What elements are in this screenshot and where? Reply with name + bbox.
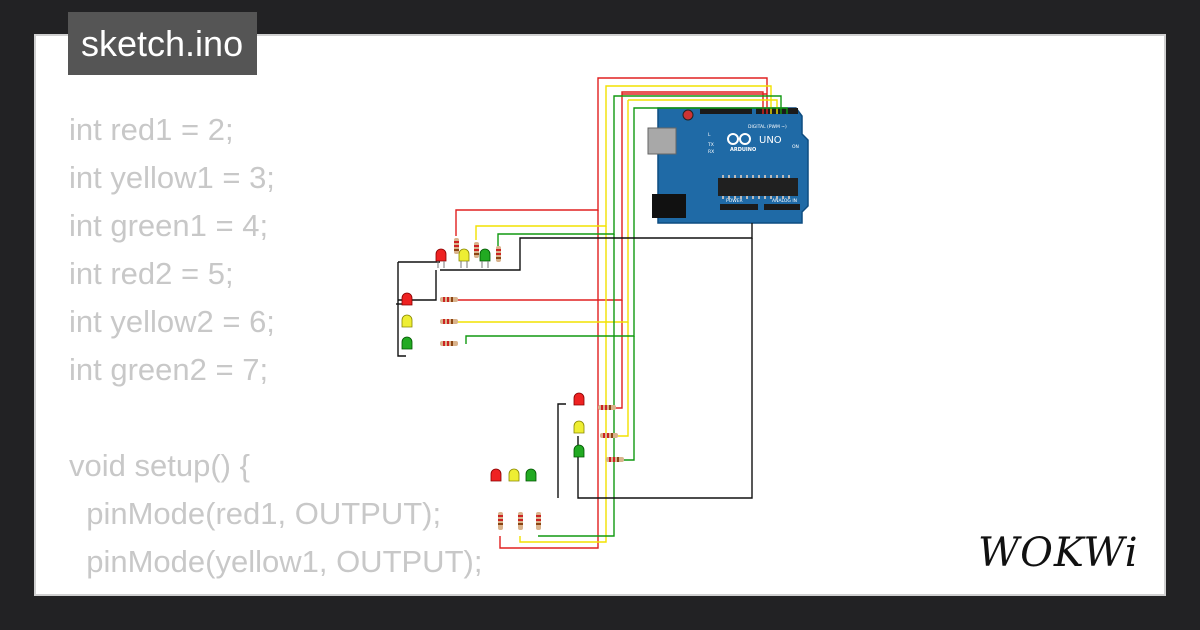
code-line: pinMode(green1, OUTPUT); [69,586,482,594]
file-title-tab[interactable]: sketch.ino [68,12,258,75]
arduino-uno-board[interactable]: DIGITAL (PWM ~) POWER ANALOG IN TX RX L … [647,107,809,224]
led-red[interactable] [490,468,502,482]
resistor[interactable] [440,341,458,346]
usb-port-icon [647,127,677,155]
preview-card: int red1 = 2; int yellow1 = 3; int green1 … [34,34,1166,596]
led-yellow[interactable] [401,314,413,328]
wokwi-logo-text: WOKWi [978,530,1139,576]
resistor[interactable] [440,319,458,324]
analog-header-label: ANALOG IN [772,198,797,204]
power-header-label: POWER [726,198,743,204]
resistor[interactable] [606,457,624,462]
wire-yellow-5[interactable] [628,99,778,114]
wire-green-3[interactable] [538,234,615,537]
code-line: int yellow2 = 6; [69,304,275,339]
wokwi-logo: WOKWi [978,530,1139,576]
led-green[interactable] [479,248,491,268]
code-line: int red1 = 2; [69,112,234,147]
led-yellow[interactable] [573,420,585,434]
pin-tx-label: TX [707,142,714,148]
code-line: int green2 = 7; [69,352,269,387]
resistor[interactable] [498,512,503,530]
resistors [440,238,624,530]
wire-yellow-3[interactable] [519,226,607,543]
pin-on-label: ON [792,144,799,150]
resistor[interactable] [474,242,479,258]
resistor[interactable] [454,238,459,254]
wire-yellow-1[interactable] [475,85,772,240]
power-jack-icon [652,194,686,218]
wire-red-4[interactable] [499,210,599,549]
led-yellow[interactable] [458,248,470,268]
chip-icon [718,175,798,199]
wire-green-2[interactable] [465,107,788,344]
wire-red-5[interactable] [614,300,623,409]
led-red[interactable] [401,292,413,306]
leds [401,248,585,482]
wire-black-gnd-7[interactable] [557,403,566,498]
code-line: void setup() { [69,448,250,483]
resistor[interactable] [496,246,501,262]
led-green[interactable] [525,468,537,482]
digital-header-label: DIGITAL (PWM ~) [748,124,787,130]
pin-rx-label: RX [708,149,714,155]
wire-yellow-2[interactable] [456,100,629,323]
resistor[interactable] [536,512,541,530]
reset-button-icon [682,109,694,121]
code-line: int red2 = 5; [69,256,234,291]
code-preview: int red1 = 2; int yellow1 = 3; int green1 … [69,106,483,594]
code-line: int yellow1 = 3; [69,160,275,195]
wires [396,77,788,549]
board-model-label: UNO [759,135,782,146]
code-line: int green1 = 4; [69,208,269,243]
resistor[interactable] [600,433,618,438]
wire-black-gnd-main[interactable] [440,223,753,271]
code-line: pinMode(yellow1, OUTPUT); [69,544,483,579]
led-red[interactable] [573,392,585,406]
circuit-diagram: DIGITAL (PWM ~) POWER ANALOG IN TX RX L … [396,77,809,549]
resistor[interactable] [440,297,458,302]
board-maker-label: ARDUINO [730,147,756,153]
wire-yellow-4[interactable] [616,322,629,437]
wire-black-gnd-4[interactable] [397,262,406,357]
code-line: pinMode(red1, OUTPUT); [69,496,442,531]
led-yellow[interactable] [508,468,520,482]
wire-black-gnd-2[interactable] [577,238,753,499]
led-green[interactable] [573,444,585,458]
resistor[interactable] [598,405,616,410]
pin-l-label: L [708,132,711,138]
resistor[interactable] [518,512,523,530]
wire-red-1[interactable] [455,77,768,236]
wire-green-4[interactable] [622,336,635,461]
wire-green-1[interactable] [497,95,782,246]
led-green[interactable] [401,336,413,350]
arduino-infinity-icon [727,133,751,145]
led-red[interactable] [435,248,447,268]
